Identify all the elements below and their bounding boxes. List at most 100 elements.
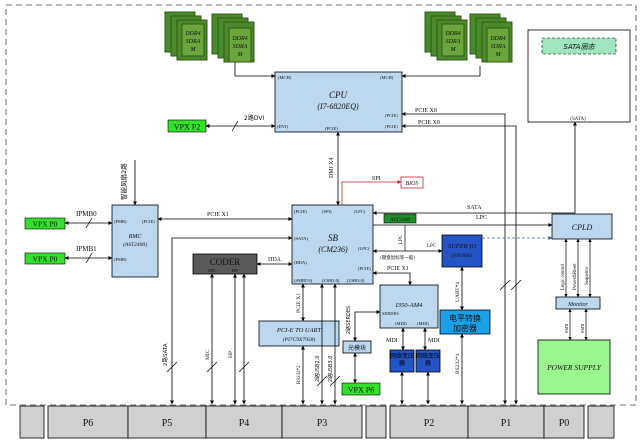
sb-title: SB [328,233,339,243]
serdes-link [353,310,381,342]
vpx-p6-label: VPX P6 [348,386,374,395]
sata-link [372,121,577,215]
cpld-box [551,213,613,240]
cpu-port-pcie-a: (PCIE) [385,113,398,118]
coder-port-b: HP [232,268,238,273]
slot-p0 [543,405,585,439]
sata-label: SATA [467,205,482,211]
cpld-label: CPLD [572,223,593,232]
gpio-label: (键盘鼠标等一般) [380,254,415,261]
sequence-label: Sequence [585,267,590,285]
ssd-label: SATA固态 [563,43,595,51]
phy-port-mdi-b: (MDI) [417,321,429,326]
bmc-port-pmb: (PMB) [114,219,127,224]
vpx-p6-box [341,382,381,396]
ddr-stack-left: DDR4 SDRA M DDR4 SDRA M [164,11,255,63]
spi-label: SPI [372,176,381,182]
ddr-label-12: M [495,52,502,58]
ddr-label-8: SDRA [446,39,461,45]
bmc-port-pmb2: (PMB) [114,257,127,262]
slot-label-p5: P5 [162,418,173,429]
ssd-box [541,37,617,55]
backplane: P6 P5 P4 P3 P2 P1 P0 [19,405,615,439]
pcie-x1-uart-label: PCIE X1 [296,293,302,313]
phy-port-mdi-a: (MDI) [395,321,407,326]
ssd-sata-port: (SATA) [570,117,586,122]
slot-p3 [281,405,363,439]
pcie-x1-sio-label: PCIE X1 [387,266,409,272]
sb-port-usb3: (USB3.0) [347,278,365,283]
mdi-b-label: MDI [428,338,440,344]
slot-label-p6: P6 [83,418,94,429]
sb-port-hda: (HDA) [294,260,307,265]
sb-port-lpc-right: (LPC) [358,246,370,251]
uart-bridge-line2: (PI7C9X7958) [283,336,316,343]
ddr-label-9: M [450,47,457,53]
lpc2-label: LPC [427,244,437,249]
sb-port-sata: (SATA) [294,236,308,241]
slot-label-p3: P3 [317,418,328,429]
slot-label-p4: P4 [239,418,250,429]
ddr-stack-right: DDR4 SDRA M DDR4 SDRA M [424,11,513,63]
transformer-a-label: 网络变压器 [390,353,414,367]
ddr-label-10: DDR4 [489,35,505,42]
mdi-a-label: MDI [386,338,398,344]
bmc-line2: (AST2400) [123,241,147,248]
level-shift-line1: 电平转换 [449,313,481,323]
sb-port-spi: (SPI) [322,209,332,214]
ddr-label-7: DDR4 [444,30,460,37]
sb-box [291,204,374,285]
lpc-v-label: LPC [399,234,404,244]
hp-label: HP [228,351,234,358]
bios-label: BIOS [406,181,419,187]
sb-model: (CM236) [318,245,348,254]
slot-p1 [467,405,545,439]
ddr-label-1: DDR4 [184,30,200,37]
slot-label-p0: P0 [559,418,570,429]
coder-label: CODER [210,257,241,267]
sata2-link [170,236,293,405]
power-label: POWER SUPPLY [546,363,602,372]
mic-label: MIC [205,349,211,360]
uart-bridge-box [258,320,340,347]
rs232-4-label: RS232*4 [455,353,461,374]
slot-p2 [389,405,469,439]
ddr-label-3: M [190,47,197,53]
fan-label: 智能风扇2路 [119,163,128,200]
ast-label: AST2400 [389,216,410,223]
optical-label: 光模块 [348,344,366,352]
sb-port-usb: (USB2.0) [322,278,340,283]
ddr-label-11: SDRA [491,44,506,50]
superio-line1: SUPER IO [448,243,477,250]
rs232-label: RS232*2 [297,365,302,384]
superio-box [441,234,483,268]
cpu-port-pcie-b: (PCIE) [385,124,398,129]
ddr-label-6: M [237,52,244,58]
sb-port-smbus: (SMBUS) [294,278,313,283]
ipmb1-label: IPMB1 [76,245,97,253]
cpu-port-mch-left: (MCH) [278,75,292,80]
bmc-box [111,204,159,278]
cpu-port-pcie-bottom: (PCIE) [325,126,338,131]
bmc-line1: BMC [129,234,143,240]
ipmb0-label: IPMB0 [76,210,97,218]
lpc-bus-label: LPC [476,215,487,221]
slot-label-p2: P2 [424,418,435,429]
uart-bridge-line1: PCI-E TO UART [276,327,322,334]
ddr-label-2: SDRA [186,39,201,45]
usb-b-label: 2路USB3.0 [327,356,334,382]
logic-label: Logic control [561,263,566,290]
vpx-p2-label: VPX P2 [174,123,200,132]
phy-port-serdes: SERDES [382,311,399,316]
phy-box [379,284,439,329]
power-box [537,339,611,395]
pcie-x1-bmc-label: PCIE X1 [207,212,229,218]
sb-port-pcie: (PCIE) [294,209,307,214]
slot-p5 [127,405,207,439]
sb-phy-link [372,271,412,286]
ddr-links [234,62,481,78]
dmi-label: DMI X4 [329,158,335,179]
ddr-label-4: DDR4 [231,35,247,42]
power-reset-label: Power&Reset [573,263,578,290]
